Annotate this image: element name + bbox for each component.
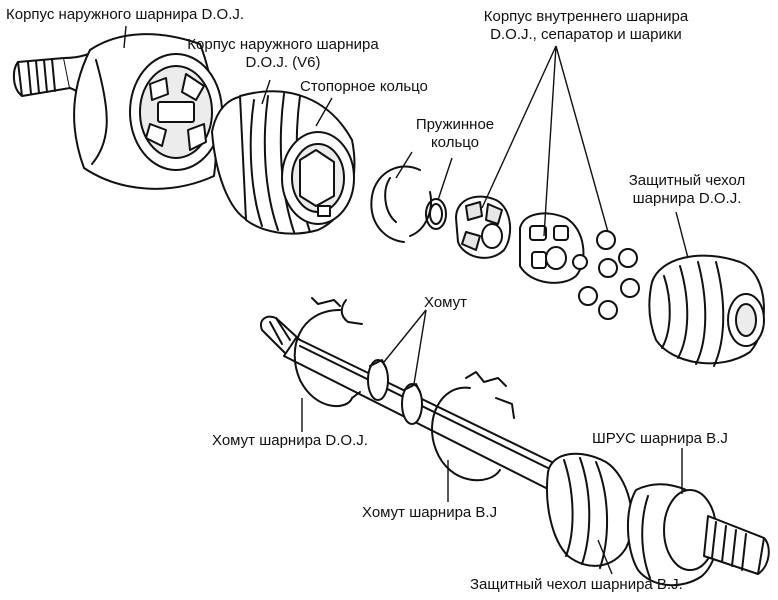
label-retaining-ring: Стопорное кольцо — [300, 78, 428, 95]
half-shaft-part — [260, 315, 561, 489]
label-doj-outer-housing-v6-line2: D.O.J. (V6) — [245, 54, 321, 71]
label-clamp: Хомут — [424, 294, 468, 311]
label-spring-ring: Пружинное кольцо — [400, 116, 510, 152]
balls-part — [578, 230, 640, 320]
label-bj-boot: Защитный чехол шарнира B.J. — [470, 576, 683, 593]
inner-race-part — [455, 195, 512, 259]
label-doj-inner-housing: Корпус внутреннего шарнира D.O.J., сепар… — [448, 8, 724, 44]
retaining-ring-part — [370, 165, 432, 243]
bj-cv-joint-part — [627, 483, 770, 587]
label-bj-clamp: Хомут шарнира B.J — [362, 504, 498, 521]
bj-boot-part — [546, 452, 633, 569]
bj-clamp-part — [431, 371, 515, 482]
label-doj-outer-housing-v6-line1: Корпус наружного шарнира — [187, 36, 379, 53]
doj-clamp-part — [293, 297, 363, 407]
label-doj-boot-line1: Защитный чехол — [628, 172, 746, 189]
label-spring-ring-line2: кольцо — [430, 134, 480, 151]
label-doj-inner-housing-line1: Корпус внутреннего шарнира — [483, 8, 689, 25]
cage-part — [519, 212, 588, 284]
leader-lines — [123, 25, 689, 575]
label-doj-outer-housing: Корпус наружного шарнира D.O.J. — [6, 6, 245, 23]
label-doj-outer-housing-v6: Корпус наружного шарнира D.O.J. (V6) — [168, 36, 398, 72]
doj-boot-part — [648, 254, 765, 367]
label-doj-boot: Защитный чехол шарнира D.O.J. — [612, 172, 762, 208]
doj-v6-housing-part — [211, 90, 356, 235]
small-clamp-part-1 — [367, 359, 389, 401]
label-doj-clamp: Хомут шарнира D.O.J. — [212, 432, 368, 449]
label-doj-inner-housing-line2: D.O.J., сепаратор и шарики — [490, 26, 682, 43]
label-bj-cv-joint: ШРУС шарнира B.J — [592, 430, 728, 447]
spring-ring-part — [425, 198, 447, 230]
small-clamp-part-2 — [401, 383, 423, 425]
doj-outer-housing-part — [12, 33, 223, 190]
label-spring-ring-line1: Пружинное — [415, 116, 495, 133]
label-doj-boot-line2: шарнира D.O.J. — [632, 190, 742, 207]
